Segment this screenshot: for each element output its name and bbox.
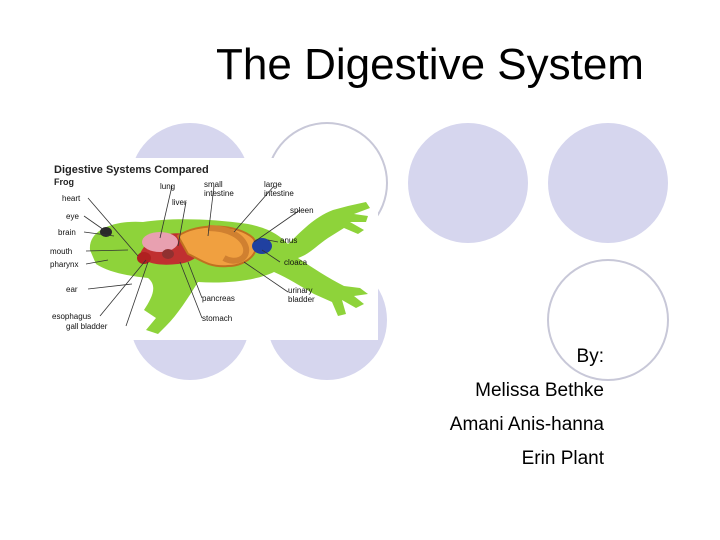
label-pharynx: pharynx (50, 260, 79, 269)
label-cloaca: cloaca (284, 258, 308, 267)
label-stomach: stomach (202, 314, 233, 323)
heart-organ (137, 252, 151, 264)
figure-subtitle: Frog (54, 177, 74, 187)
leader-lines (83, 185, 301, 327)
label-brain: brain (58, 228, 76, 237)
circle-3 (408, 123, 528, 243)
label-small-intestine: small intestine (204, 180, 234, 198)
author-3: Erin Plant (521, 448, 604, 469)
spleen-organ (162, 249, 174, 259)
large-intestine-organ (207, 225, 250, 264)
label-urinary-bladder: urinary bladder (288, 286, 315, 304)
label-eye: eye (66, 212, 79, 221)
label-liver: liver (172, 198, 187, 207)
cloaca-organ (252, 238, 272, 254)
credits-by: By: (576, 346, 604, 367)
slide-title: The Digestive System (216, 40, 644, 89)
credits-block: By: Melissa Bethke Amani Anis-hanna Erin… (450, 340, 604, 476)
label-lung: lung (160, 182, 176, 191)
label-gall-bladder: gall bladder (66, 322, 108, 331)
label-anus: anus (280, 236, 298, 245)
circle-4 (548, 123, 668, 243)
label-pancreas: pancreas (202, 294, 235, 303)
figure-title: Digestive Systems Compared (54, 164, 209, 176)
label-ear: ear (66, 285, 78, 294)
circle-7 (547, 259, 669, 381)
label-esophagus: esophagus (52, 312, 92, 321)
frog-illustration (83, 185, 370, 334)
frog-digestive-figure: Digestive Systems Compared Frog heart ey… (48, 158, 378, 340)
author-2: Amani Anis-hanna (449, 414, 604, 435)
label-large-intestine: large intestine (264, 180, 294, 198)
author-1: Melissa Bethke (475, 380, 604, 401)
lung-organ (142, 232, 178, 252)
label-spleen: spleen (290, 206, 314, 215)
label-mouth: mouth (50, 247, 73, 256)
label-heart: heart (62, 194, 81, 203)
